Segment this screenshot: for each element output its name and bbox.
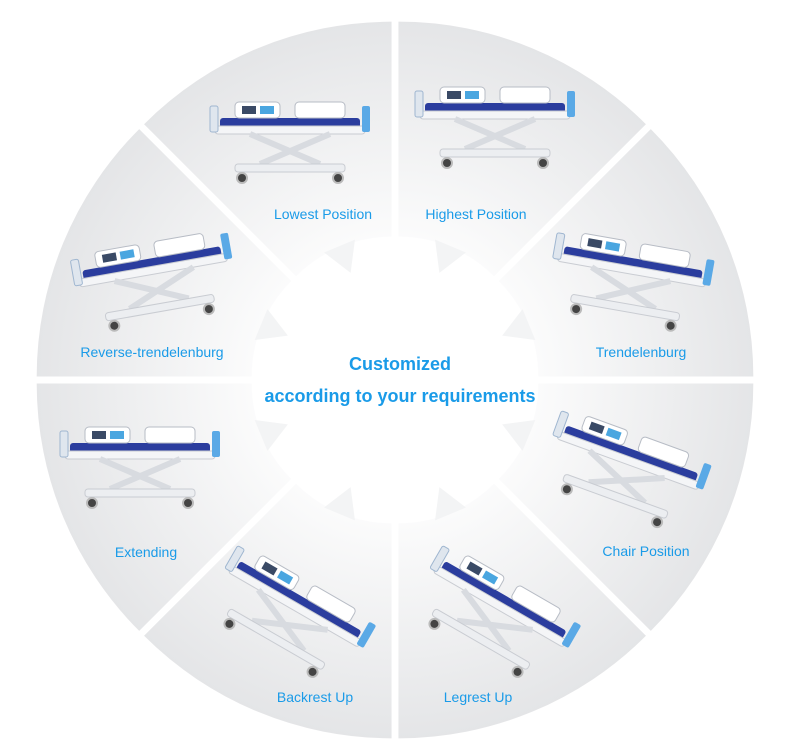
callout-pointer [502,420,536,451]
label-reverse-trendelenburg: Reverse-trendelenburg [80,344,224,360]
wedge-backrest [144,483,392,739]
hospital-bed-image-backrest [223,545,376,678]
label-trendelenburg: Trendelenburg [595,344,687,360]
hospital-bed-image-extending [59,426,220,509]
label-lowest: Lowest Position [273,206,373,222]
label-highest: Highest Position [425,206,527,222]
callout-pointer [324,487,355,521]
callout-pointer [435,239,466,273]
hospital-bed-image-lowest [209,101,370,184]
label-legrest: Legrest Up [443,689,513,705]
hospital-bed-image-chair [552,410,712,529]
label-backrest: Backrest Up [276,689,354,705]
callout-pointer [254,309,288,340]
hospital-bed-image-reverse [70,232,233,332]
wedge-trendelenburg [498,129,754,377]
wedge-lowest [144,21,392,277]
callout-pointer [254,420,288,451]
hospital-bed-image-legrest [428,545,581,678]
hospital-bed-image-trendelenburg [552,232,715,332]
callout-pointer [502,309,536,340]
label-extending: Extending [114,544,178,560]
center-title-line1: Customized [348,354,452,374]
center-title-line2: according to your requirements [264,386,536,406]
hospital-bed-image-highest [414,86,575,169]
label-chair: Chair Position [602,543,690,559]
callout-pointer [435,487,466,521]
callout-pointer [324,239,355,273]
wedge-chair [498,383,754,631]
